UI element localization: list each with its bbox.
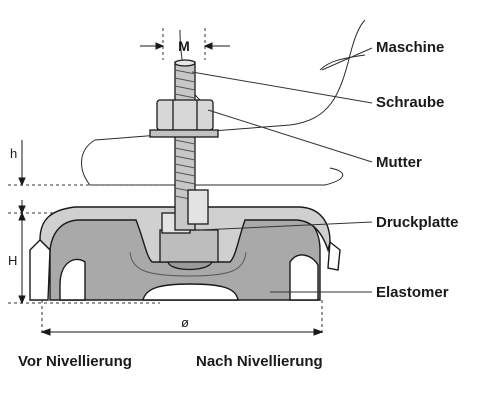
dimension-m-label: M <box>178 38 190 54</box>
label-maschine: Maschine <box>376 39 444 56</box>
dimension-m <box>140 42 230 50</box>
dimension-h-small-label: h <box>10 146 17 161</box>
machine-outline <box>81 19 366 186</box>
dimension-diameter <box>40 328 324 336</box>
caption-after: Nach Nivellierung <box>196 353 323 370</box>
schraube-part <box>174 59 209 231</box>
label-schraube: Schraube <box>376 94 444 111</box>
leader-lines <box>191 47 373 293</box>
mutter-part <box>149 99 219 138</box>
dimension-h-large <box>18 211 26 305</box>
dimension-h-large-label: H <box>8 253 17 268</box>
label-elastomer: Elastomer <box>376 284 449 301</box>
label-druckplatte: Druckplatte <box>376 214 459 231</box>
label-mutter: Mutter <box>376 154 422 171</box>
caption-before: Vor Nivellierung <box>18 353 132 370</box>
elastomer-body <box>49 213 321 301</box>
dimension-h-small <box>18 140 26 215</box>
dimension-diameter-label: ø <box>181 315 189 330</box>
